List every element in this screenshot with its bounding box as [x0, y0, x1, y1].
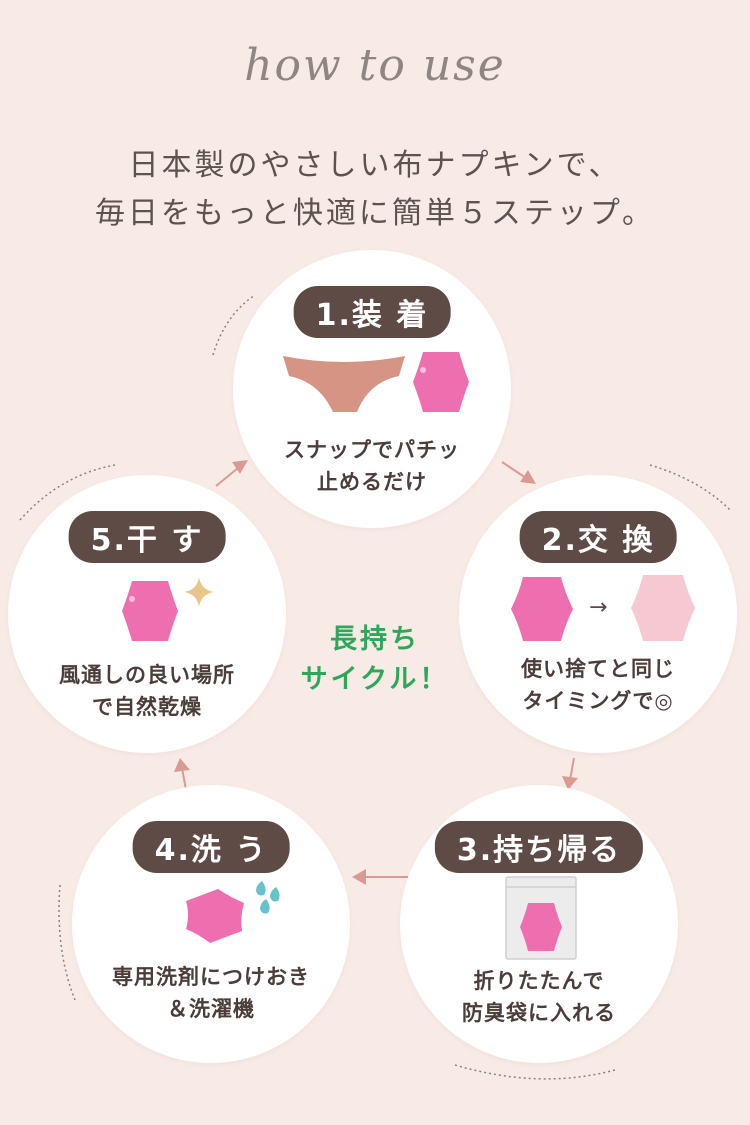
step-4-desc-line-1: 専用洗剤につけおき [112, 965, 310, 989]
drying-pad-icon [122, 581, 178, 641]
step-3-title: 3.持ち帰る [434, 821, 644, 873]
step-2-desc-line-1: 使い捨てと同じ [521, 657, 675, 681]
center-line-2: サイクル！ [300, 664, 450, 695]
exchange-arrow: → [589, 595, 608, 620]
used-pad-icon [511, 577, 573, 641]
step-4-desc-line-2: ＆洗濯機 [167, 997, 255, 1021]
step-2-card: 2.交 換 → 使い捨てと同じ タイミングで◎ [459, 475, 737, 753]
arrow-step5-to-step1 [215, 460, 248, 487]
washing-pad-icon [186, 889, 244, 943]
step-1-desc-line-2: 止めるだけ [317, 470, 427, 494]
step-2-desc-line-2: タイミングで◎ [522, 689, 674, 713]
how-to-use-title: how to use [244, 40, 506, 91]
step-5-desc-line-2: で自然乾燥 [92, 695, 202, 719]
cloth-pad-icon [413, 352, 469, 412]
step-3-card: 3.持ち帰る 折りたたんで 防臭袋に入れる [400, 785, 678, 1063]
underwear-icon [283, 356, 405, 412]
subtitle-line-1: 日本製のやさしい布ナプキンで、 [128, 148, 622, 183]
water-drops-icon [256, 881, 280, 914]
subtitle-line-2: 毎日をもっと快適に簡単５ステップ。 [94, 196, 656, 231]
cycle-center-label: 長持ち サイクル！ [275, 620, 475, 700]
step-3-desc-line-1: 折りたたんで [473, 969, 605, 993]
arrow-step1-to-step2 [501, 461, 536, 484]
step-3-desc-line-2: 防臭袋に入れる [462, 1001, 616, 1025]
step-1-desc-line-1: スナップでパチッ [284, 438, 460, 462]
fresh-pad-icon [631, 575, 695, 641]
step-5-title: 5.干 す [68, 511, 226, 563]
step-4-title: 4.洗 う [132, 821, 290, 873]
arrow-step3-to-step4 [352, 869, 408, 885]
step-1-card: 1.装 着 スナップでパチッ 止めるだけ [233, 250, 511, 528]
deodorizing-bag-icon [505, 876, 577, 960]
step-5-card: 5.干 す 風通しの良い場所 で自然乾燥 [8, 475, 286, 753]
step-5-desc-line-1: 風通しの良い場所 [59, 663, 235, 687]
arrow-step2-to-step3 [562, 757, 578, 790]
center-line-1: 長持ち [330, 624, 420, 655]
step-4-card: 4.洗 う 専用洗剤につけおき ＆洗濯機 [72, 785, 350, 1063]
step-1-title: 1.装 着 [293, 286, 451, 338]
sparkle-icon [184, 577, 214, 607]
step-2-title: 2.交 換 [519, 511, 677, 563]
